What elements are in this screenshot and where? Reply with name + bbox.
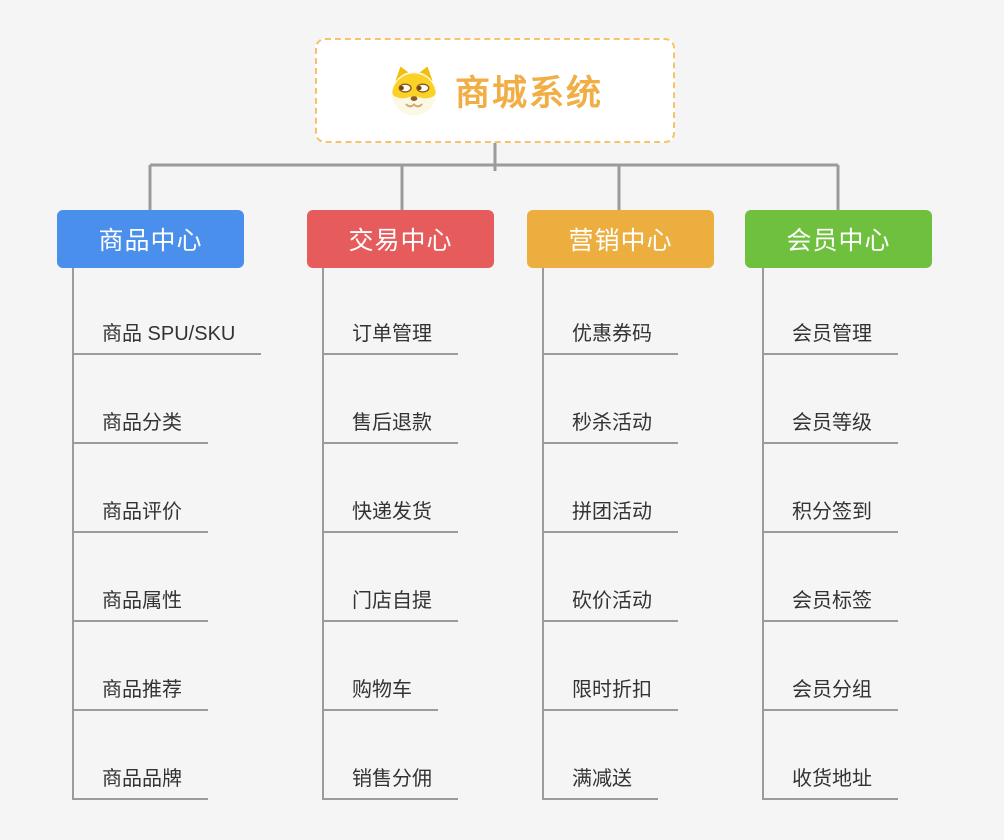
leaf-node[interactable]: 销售分佣 <box>322 767 458 800</box>
leaf-node[interactable]: 商品推荐 <box>72 678 208 711</box>
leaf-node[interactable]: 限时折扣 <box>542 678 678 711</box>
leaf-node[interactable]: 商品分类 <box>72 411 208 444</box>
leaf-node[interactable]: 商品评价 <box>72 500 208 533</box>
leaf-node[interactable]: 商品 SPU/SKU <box>72 322 262 355</box>
branch-column-marketing: 优惠券码 秒杀活动 拼团活动 砍价活动 限时折扣 满减送 <box>542 268 678 800</box>
leaf-node[interactable]: 秒杀活动 <box>542 411 678 444</box>
leaf-node[interactable]: 会员等级 <box>762 411 898 444</box>
branch-node-trade-center[interactable]: 交易中心 <box>307 210 494 268</box>
root-title: 商城系统 <box>454 74 603 113</box>
leaf-node[interactable]: 会员管理 <box>762 322 898 355</box>
leaf-node[interactable]: 会员标签 <box>762 589 898 622</box>
leaf-node[interactable]: 快递发货 <box>322 500 458 533</box>
leaf-node[interactable]: 商品品牌 <box>72 767 208 800</box>
branch-column-trade: 订单管理 售后退款 快递发货 门店自提 购物车 销售分佣 <box>322 268 458 800</box>
leaf-node[interactable]: 商品属性 <box>72 589 208 622</box>
root-node[interactable]: 商城系统 <box>315 38 675 143</box>
leaf-node[interactable]: 积分签到 <box>762 500 898 533</box>
leaf-node[interactable]: 满减送 <box>542 767 658 800</box>
branch-node-member-center[interactable]: 会员中心 <box>745 210 932 268</box>
leaf-node[interactable]: 会员分组 <box>762 678 898 711</box>
branch-node-product-center[interactable]: 商品中心 <box>57 210 244 268</box>
leaf-node[interactable]: 拼团活动 <box>542 500 678 533</box>
leaf-node[interactable]: 砍价活动 <box>542 589 678 622</box>
dog-face-icon <box>392 66 436 115</box>
leaf-node[interactable]: 订单管理 <box>322 322 458 355</box>
leaf-node[interactable]: 收货地址 <box>762 767 898 800</box>
leaf-node[interactable]: 门店自提 <box>322 589 458 622</box>
branch-column-product: 商品 SPU/SKU 商品分类 商品评价 商品属性 商品推荐 商品品牌 <box>72 268 262 800</box>
branch-node-marketing-center[interactable]: 营销中心 <box>527 210 714 268</box>
leaf-node[interactable]: 优惠券码 <box>542 322 678 355</box>
leaf-node[interactable]: 售后退款 <box>322 411 458 444</box>
branch-column-member: 会员管理 会员等级 积分签到 会员标签 会员分组 收货地址 <box>762 268 898 800</box>
leaf-node[interactable]: 购物车 <box>322 678 438 711</box>
